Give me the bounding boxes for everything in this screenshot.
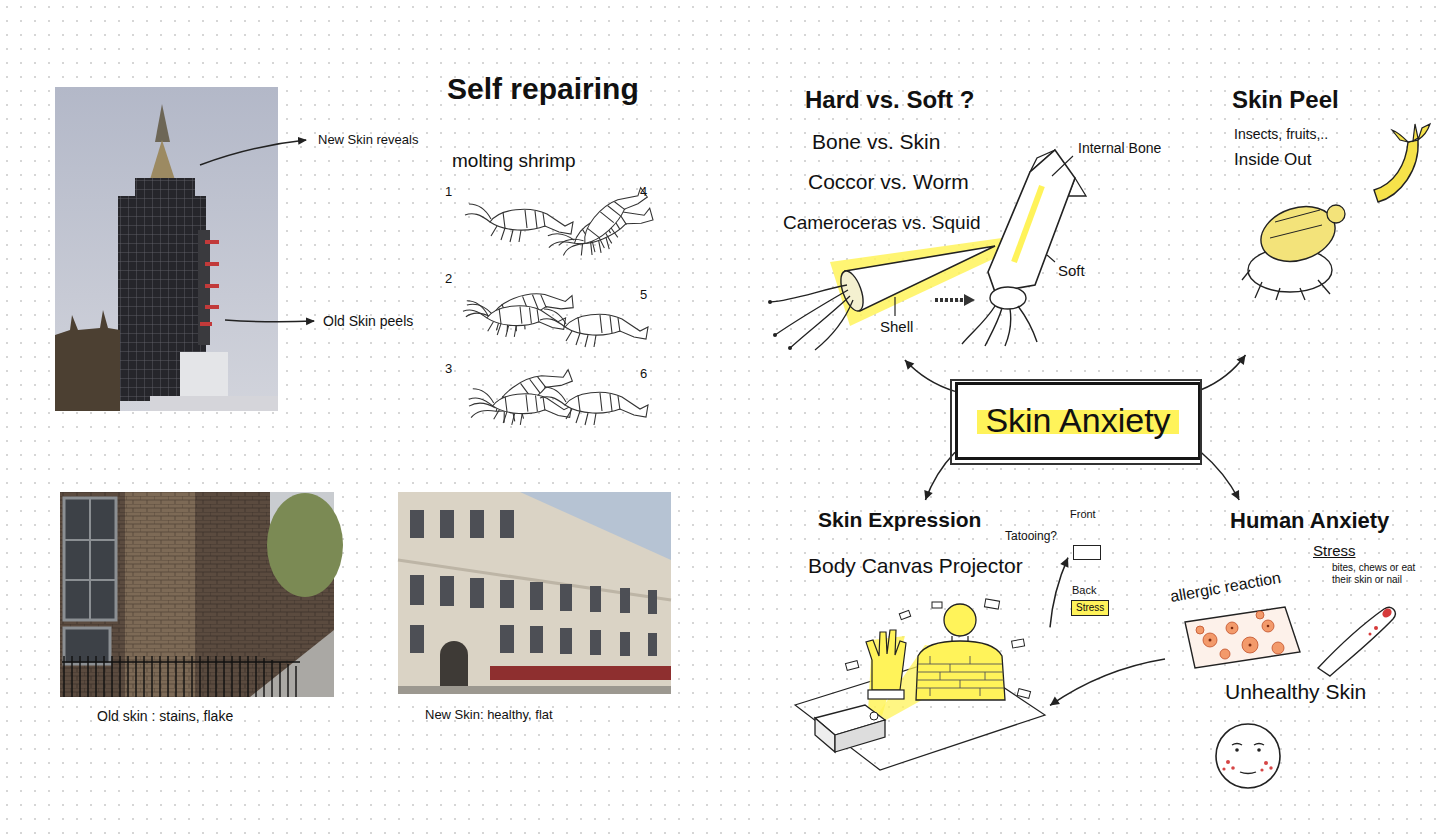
topic-heading: Hard vs. Soft ? xyxy=(805,86,974,114)
connector xyxy=(1050,558,1068,628)
tag-text: Stress xyxy=(1076,602,1104,614)
callout-label: New Skin reveals xyxy=(318,133,418,148)
note-label: allergic reaction xyxy=(1169,569,1283,607)
arrow-head xyxy=(905,360,914,370)
note-label: Stress xyxy=(1313,542,1356,559)
topic-heading: Skin Expression xyxy=(818,508,981,532)
note-card xyxy=(1073,545,1101,560)
card-heading: Front xyxy=(1070,508,1096,521)
callout-number: 4 xyxy=(640,185,647,200)
topic-line: Body Canvas Projector xyxy=(808,554,1023,578)
topic-heading: Human Anxiety xyxy=(1230,508,1389,533)
stress-tag: Stress xyxy=(1071,600,1109,616)
arrow-head xyxy=(1050,697,1060,706)
leader-arrow xyxy=(225,320,314,322)
topic-cluster: Hard vs. Soft ? Bone vs. SkinCoccor vs. W… xyxy=(770,80,1150,360)
photo-caption: New Skin: healthy, flat xyxy=(425,708,553,723)
allergy-drawing xyxy=(1185,607,1300,668)
topic-line: Coccor vs. Worm xyxy=(808,170,969,194)
callout-number: 6 xyxy=(640,367,647,382)
arrow-head xyxy=(924,490,932,500)
callout-number: 3 xyxy=(445,362,452,377)
connector-line xyxy=(1201,355,1246,390)
connector-line xyxy=(905,360,955,391)
central-title: Skin Anxiety xyxy=(977,401,1178,440)
squid-drawing xyxy=(962,150,1086,346)
callout-number: 1 xyxy=(445,185,452,200)
projector-drawing xyxy=(795,599,1045,770)
part-label: Soft xyxy=(1058,262,1085,279)
topic-line: Insects, fruits,.. xyxy=(1234,126,1328,142)
subheading: molting shrimp xyxy=(452,150,576,172)
connector xyxy=(1050,659,1165,705)
banana-drawing xyxy=(1374,124,1430,202)
part-label: Internal Bone xyxy=(1078,140,1161,156)
note-label: bites, chews or eat their skin or nail xyxy=(1332,562,1432,585)
topic-cluster: Human Anxiety xyxy=(1165,500,1430,800)
note-card-group: BackStress xyxy=(1068,584,1116,618)
new-building-photo xyxy=(398,492,671,694)
face-drawing xyxy=(1216,724,1280,788)
topic-line: Inside Out xyxy=(1234,150,1312,170)
connector xyxy=(1201,452,1239,500)
arrow-head xyxy=(1231,490,1239,500)
connector xyxy=(1201,355,1246,390)
topic-heading: Skin Peel xyxy=(1232,86,1339,114)
old-building-photo xyxy=(60,492,343,697)
topic-line: Cameroceras vs. Squid xyxy=(783,212,980,234)
topic-line: Bone vs. Skin xyxy=(812,130,940,154)
connector-line xyxy=(1050,558,1068,628)
leader-arrow xyxy=(200,140,306,165)
photo-caption: Old skin : stains, flake xyxy=(97,708,233,724)
part-label: Shell xyxy=(880,318,913,335)
finger-drawing xyxy=(1318,607,1395,676)
connector-line xyxy=(1050,659,1165,705)
arrow-head xyxy=(1060,558,1068,568)
topic-cluster: Skin ExpressionBody Canvas Projector xyxy=(785,500,1050,760)
connector-line xyxy=(1201,452,1239,500)
page-title: Self repairing xyxy=(447,72,639,107)
topic-cluster: Skin PeelInsects, fruits,.. Inside Out xyxy=(1225,80,1430,355)
cicada-drawing xyxy=(1242,198,1345,300)
note-label: Tatooing? xyxy=(1005,530,1057,544)
callout-number: 5 xyxy=(640,288,647,303)
card-heading: Back xyxy=(1072,584,1096,597)
callout-label: Old Skin peels xyxy=(323,313,413,329)
tower-photo xyxy=(55,87,278,411)
note-card-group: Front xyxy=(1068,508,1113,570)
callout-number: 2 xyxy=(445,272,452,287)
text-column: Skin Anxiety xyxy=(977,401,1178,440)
connector xyxy=(905,360,955,391)
arrow-head xyxy=(1237,355,1246,365)
molting-shrimp xyxy=(463,176,658,442)
note-label: Unhealthy Skin xyxy=(1225,680,1366,704)
central-box: Skin Anxiety xyxy=(955,382,1201,460)
